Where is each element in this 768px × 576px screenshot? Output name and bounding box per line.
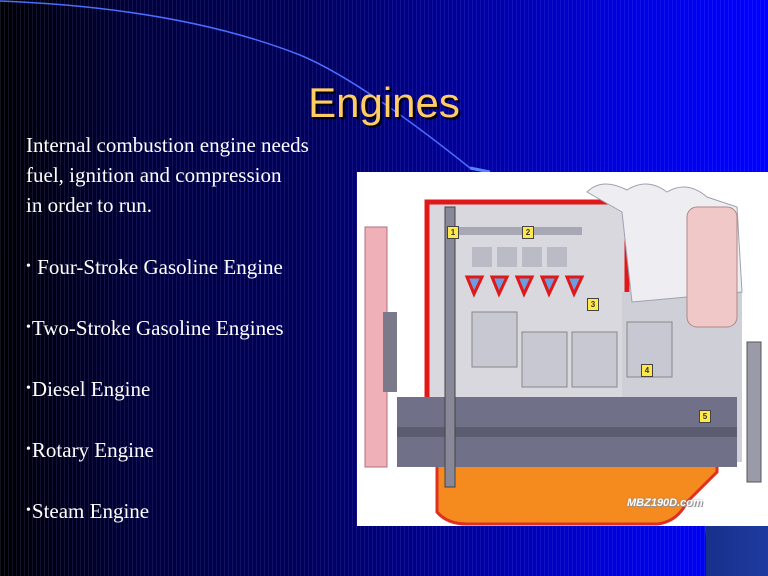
engine-type-list: • Four-Stroke Gasoline Engine •Two-Strok… xyxy=(26,252,284,557)
callout-label: 3 xyxy=(587,298,599,311)
bullet-icon: • xyxy=(26,259,31,274)
list-item-text: Two-Stroke Gasoline Engines xyxy=(31,316,284,340)
intro-line: fuel, ignition and compression xyxy=(26,163,282,187)
slide-title: Engines xyxy=(308,79,460,126)
callout-label: 2 xyxy=(522,226,534,239)
list-item: •Two-Stroke Gasoline Engines xyxy=(26,313,284,374)
engine-illustration xyxy=(364,183,762,526)
list-item-text: Diesel Engine xyxy=(31,377,151,401)
list-item-text: Four-Stroke Gasoline Engine xyxy=(31,255,283,279)
list-item: • Four-Stroke Gasoline Engine xyxy=(26,252,284,313)
callout-label: 5 xyxy=(699,410,711,423)
list-item: •Diesel Engine xyxy=(26,374,284,435)
bullet-icon: • xyxy=(26,320,31,335)
list-item-text: Rotary Engine xyxy=(31,438,154,462)
bullet-icon: • xyxy=(26,442,31,457)
intro-line: Internal combustion engine needs xyxy=(26,133,309,157)
list-item: •Steam Engine xyxy=(26,496,284,557)
list-item: •Rotary Engine xyxy=(26,435,284,496)
decorative-corner xyxy=(706,526,768,576)
image-watermark: MBZ190D.com xyxy=(627,497,703,509)
callout-label: 1 xyxy=(447,226,459,239)
intro-line: in order to run. xyxy=(26,193,152,217)
bullet-icon: • xyxy=(26,381,31,396)
intro-text: Internal combustion engine needs fuel, i… xyxy=(26,130,386,220)
callout-label: 4 xyxy=(641,364,653,377)
list-item-text: Steam Engine xyxy=(31,499,150,523)
engine-cutaway-image: 1 2 3 4 5 MBZ190D.com xyxy=(357,172,768,526)
bullet-icon: • xyxy=(26,503,31,518)
